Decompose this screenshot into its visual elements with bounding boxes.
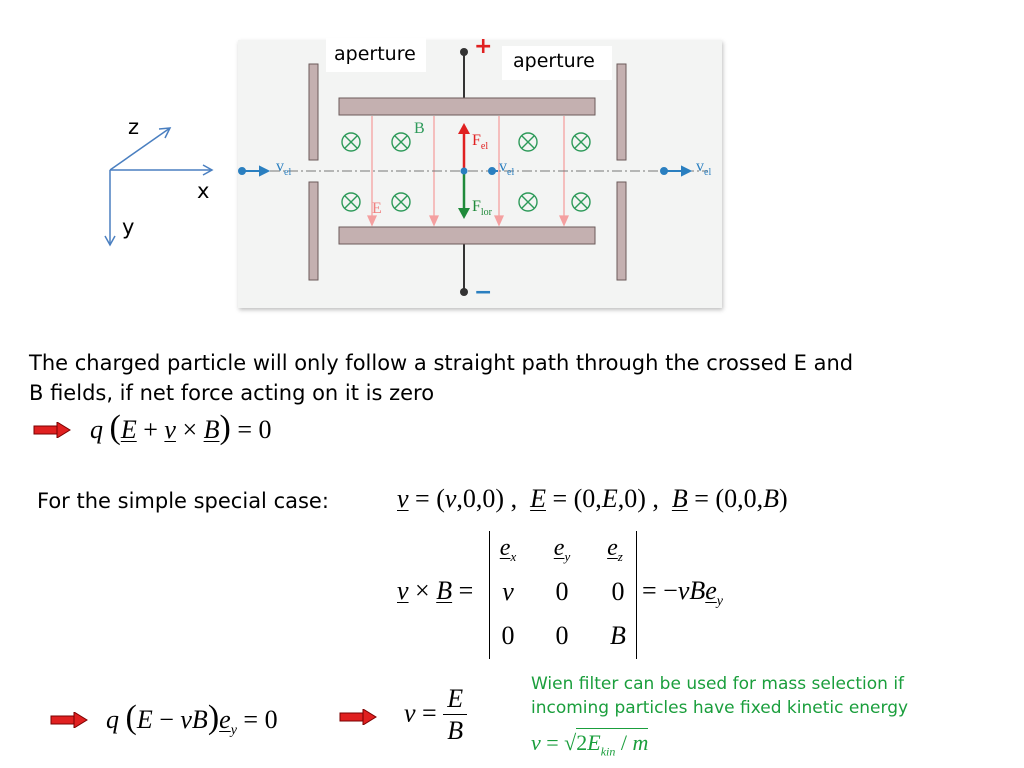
magnetic-field-label: B [414,120,425,137]
implies-arrow-icon [50,712,88,728]
right-aperture-lower-plate [616,181,627,281]
left-aperture-lower-plate [308,181,319,281]
determinant-matrix: ex ey ez v 0 0 0 0 B [489,531,637,659]
implies-arrow-icon [33,422,71,438]
cross-product-lhs: v × B = [397,576,474,605]
wien-note-line-2: incoming particles have fixed kinetic en… [531,698,909,718]
lorentz-force-arrow [458,171,470,219]
vector-definitions: v = (v,0,0) , E = (0,E,0) , B = (0,0,B) [397,484,788,513]
electric-force-arrow [458,123,470,171]
velocity-label-entry: vel [276,158,292,179]
aperture-label-right: aperture [513,50,595,72]
cross-product-result: = −vBey [642,576,724,610]
velocity-label-exit: vel [696,158,712,179]
electric-force-label: Fel [472,132,489,153]
velocity-arrows [238,165,693,177]
kinetic-velocity-equation: v = √2Ekin / m [531,728,649,759]
reduced-force-equation: q (E − vB)ey = 0 [106,699,278,739]
force-balance-equation: q (E + v × B) = 0 [90,409,272,446]
bottom-capacitor-plate [338,226,596,245]
negative-terminal-sign: − [474,280,493,305]
top-capacitor-plate [338,97,596,116]
special-case-label: For the simple special case: [37,489,329,513]
wien-note-line-1: Wien filter can be used for mass selecti… [531,674,905,694]
coordinate-axes [104,127,214,247]
implies-arrow-icon [339,709,377,725]
explanation-line-1: The charged particle will only follow a … [29,351,854,375]
right-aperture-upper-plate [616,63,627,161]
positive-terminal-sign: + [474,34,493,59]
velocity-label-center: vel [499,158,515,179]
electric-field-label: E [372,200,382,217]
z-axis-label: z [128,115,140,139]
electric-field-lines [366,116,570,227]
x-axis-label: x [197,179,210,203]
wien-filter-figure: aperture aperture + − vel vel vel B E Fe… [238,34,722,308]
z-axis [109,127,171,171]
aperture-label-left: aperture [334,43,416,65]
left-aperture-upper-plate [308,63,319,161]
aperture-label-right-bg [502,46,612,80]
lorentz-force-label: Flor [472,198,493,219]
y-axis-label: y [122,215,135,239]
aperture-label-left-bg [326,38,426,72]
magnetic-field-symbols [341,132,591,212]
explanation-line-2: B fields, if net force acting on it is z… [29,381,435,405]
